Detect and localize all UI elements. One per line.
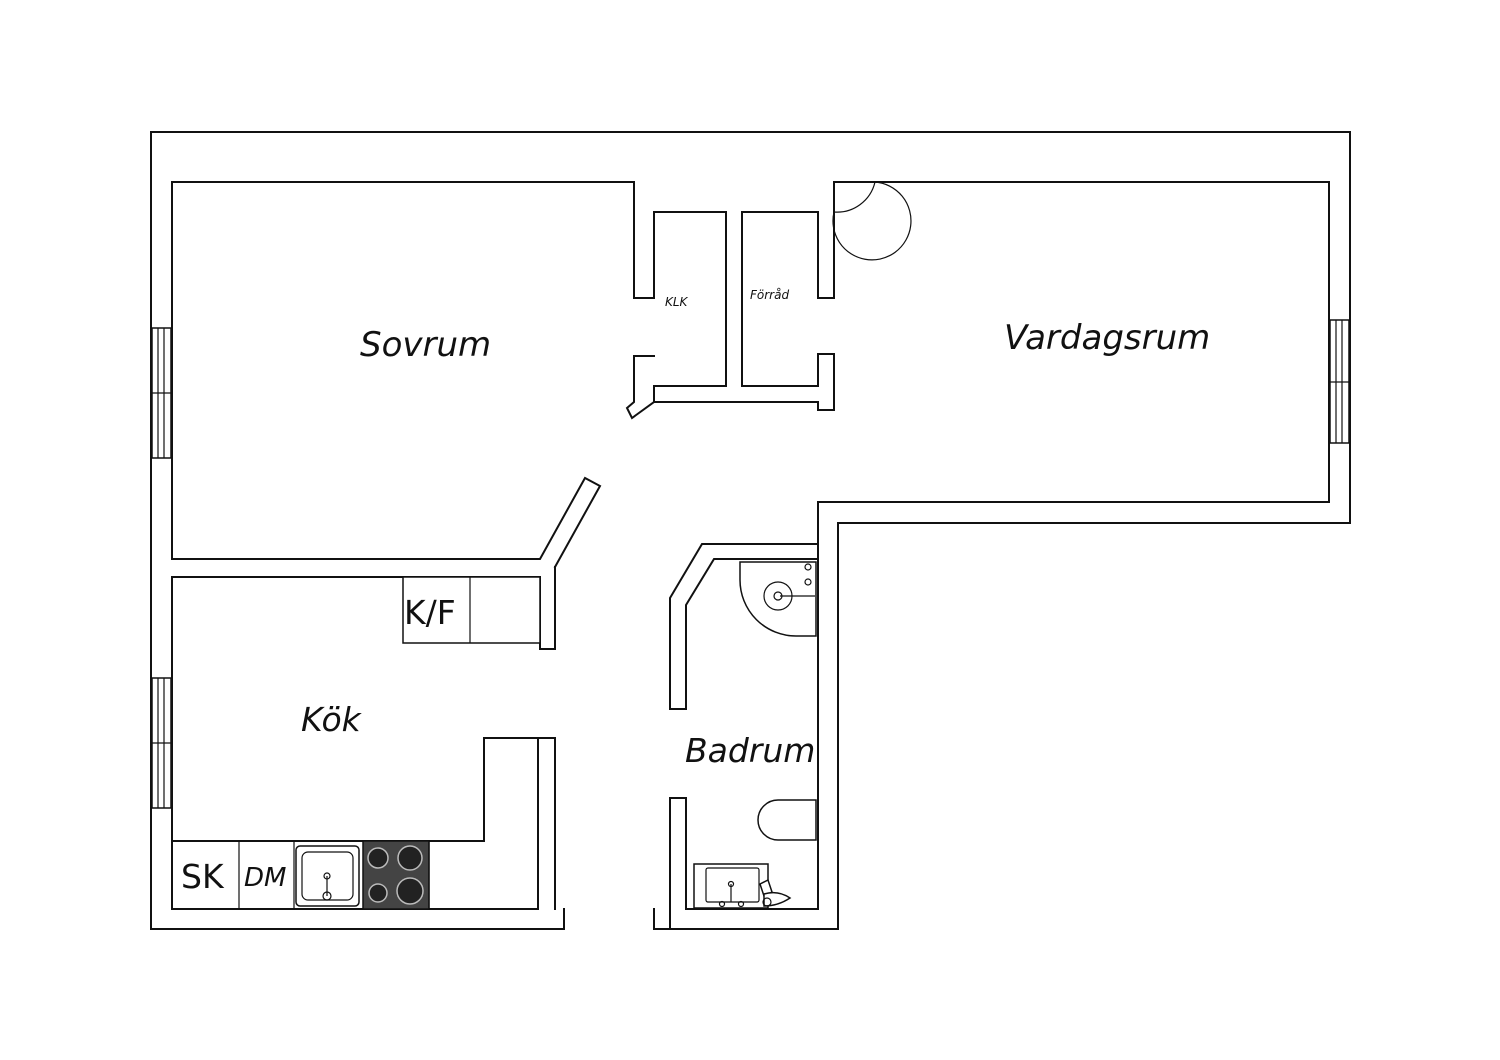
kitchen-counter bbox=[238, 840, 430, 910]
badrum-walls bbox=[669, 522, 819, 930]
window-sovrum bbox=[151, 327, 172, 459]
label-kf: K/F bbox=[404, 593, 456, 632]
toilet bbox=[757, 799, 817, 841]
outer-walls bbox=[150, 131, 1351, 930]
label-dm: DM bbox=[244, 863, 286, 893]
door-swing-vardagsrum bbox=[832, 181, 912, 261]
label-sk: SK bbox=[181, 857, 225, 896]
label-vardagsrum: Vardagsrum bbox=[1004, 318, 1210, 358]
label-badrum: Badrum bbox=[685, 731, 815, 770]
window-vardagsrum bbox=[1329, 319, 1350, 444]
bathroom-sink bbox=[693, 863, 792, 909]
sovrum-walls bbox=[171, 181, 1330, 569]
shower bbox=[739, 561, 817, 637]
label-sovrum: Sovrum bbox=[360, 325, 491, 365]
window-kok bbox=[151, 677, 172, 809]
label-klk: KLK bbox=[665, 295, 689, 309]
fridge-freezer bbox=[402, 576, 541, 644]
label-kok: Kök bbox=[301, 700, 363, 739]
label-forrad: Förråd bbox=[750, 288, 789, 302]
